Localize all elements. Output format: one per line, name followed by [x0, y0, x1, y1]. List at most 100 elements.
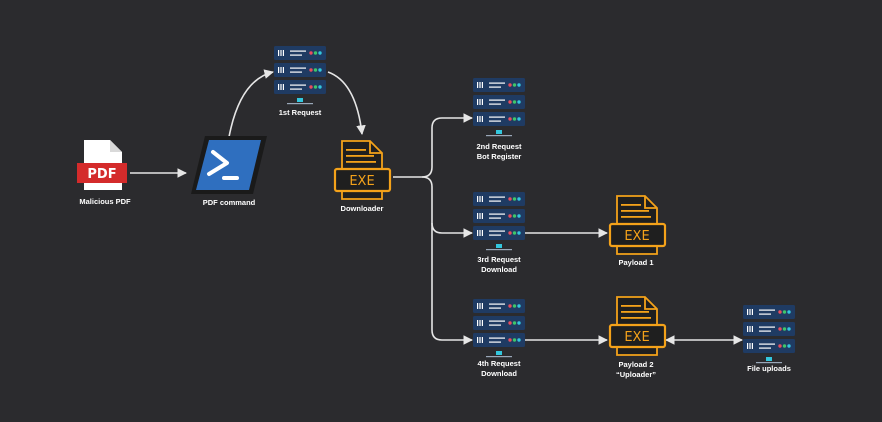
connector-to-server4	[431, 223, 473, 345]
label-payload-2: Payload 2	[618, 360, 653, 369]
pdf-file-icon: PDF	[77, 140, 127, 190]
server-vent	[477, 116, 479, 122]
server-vent	[481, 213, 483, 219]
server-led	[517, 214, 521, 218]
server-led	[309, 68, 313, 72]
server-vent	[747, 343, 749, 349]
svg-text:EXE: EXE	[624, 229, 649, 244]
exe-banner	[608, 323, 667, 349]
server-vent	[280, 84, 282, 90]
server-led	[512, 231, 517, 235]
server-vent	[282, 67, 284, 73]
server-line	[759, 309, 775, 311]
server-unit	[473, 316, 525, 330]
arrow-powershell-to-server1	[228, 69, 274, 138]
server-base	[486, 249, 512, 251]
server-vent	[481, 196, 483, 202]
server-icon	[274, 46, 326, 105]
server-unit	[473, 226, 525, 240]
server-led	[517, 321, 521, 325]
exe-text-line	[346, 155, 374, 157]
exe-file-icon: EXE	[608, 195, 667, 255]
server-line	[290, 67, 306, 69]
server-vent	[477, 337, 479, 343]
server-line	[489, 307, 501, 309]
exe-text-line	[621, 311, 649, 313]
server-vent	[479, 320, 481, 326]
server-vent	[477, 213, 479, 219]
server-unit	[473, 78, 525, 92]
server-stand	[766, 357, 772, 361]
server-unit	[473, 209, 525, 223]
exe-fold	[369, 141, 382, 154]
exe-text-line	[621, 317, 651, 319]
server-vent	[481, 337, 483, 343]
exe-file-icon: EXE	[608, 296, 667, 356]
server-line	[290, 50, 306, 52]
server-line	[290, 54, 302, 56]
server-led	[517, 100, 521, 104]
server-led	[313, 51, 318, 55]
server-vent	[282, 50, 284, 56]
server-vent	[479, 82, 481, 88]
server-line	[489, 324, 501, 326]
server-line	[489, 86, 501, 88]
svg-text:EXE: EXE	[349, 174, 374, 189]
label-download-3: Download	[481, 265, 517, 274]
arrow-server1-to-downloader	[327, 71, 366, 135]
server-line	[290, 71, 302, 73]
label-pdf-command: PDF command	[203, 198, 256, 207]
server-line	[290, 88, 302, 90]
server-unit	[274, 63, 326, 77]
server-led	[508, 338, 512, 342]
server-line	[489, 217, 501, 219]
server-vent	[280, 67, 282, 73]
label-payload-1: Payload 1	[618, 258, 653, 267]
server-line	[489, 230, 505, 232]
server-led	[512, 83, 517, 87]
server-vent	[479, 196, 481, 202]
server-led	[782, 327, 787, 331]
server-led	[787, 310, 791, 314]
server-led	[508, 100, 512, 104]
server-vent	[481, 116, 483, 122]
server-line	[759, 313, 771, 315]
server-vent	[479, 116, 481, 122]
server-line	[759, 326, 775, 328]
server-led	[318, 68, 322, 72]
server-led	[787, 327, 791, 331]
server-led	[782, 310, 787, 314]
server-led	[512, 100, 517, 104]
server-vent	[477, 320, 479, 326]
server-vent	[278, 50, 280, 56]
server-vent	[477, 82, 479, 88]
server-unit	[274, 80, 326, 94]
server-line	[489, 116, 505, 118]
server-line	[759, 330, 771, 332]
server-led	[512, 304, 517, 308]
label-download-4: Download	[481, 369, 517, 378]
exe-banner	[333, 167, 392, 193]
server-vent	[282, 84, 284, 90]
svg-text:PDF: PDF	[87, 167, 116, 182]
server-unit	[473, 299, 525, 313]
server-led	[778, 327, 782, 331]
server-vent	[751, 309, 753, 315]
server-line	[489, 341, 501, 343]
server-line	[489, 120, 501, 122]
server-vent	[477, 230, 479, 236]
server-led	[313, 85, 318, 89]
server-led	[309, 85, 313, 89]
server-led	[517, 197, 521, 201]
server-icon	[473, 192, 525, 251]
server-line	[489, 320, 505, 322]
server-base	[486, 135, 512, 137]
server-line	[290, 84, 306, 86]
server-led	[517, 117, 521, 121]
server-unit	[473, 192, 525, 206]
server-led	[512, 117, 517, 121]
server-base	[756, 362, 782, 364]
server-led	[318, 51, 322, 55]
connector-to-server3	[421, 176, 473, 238]
